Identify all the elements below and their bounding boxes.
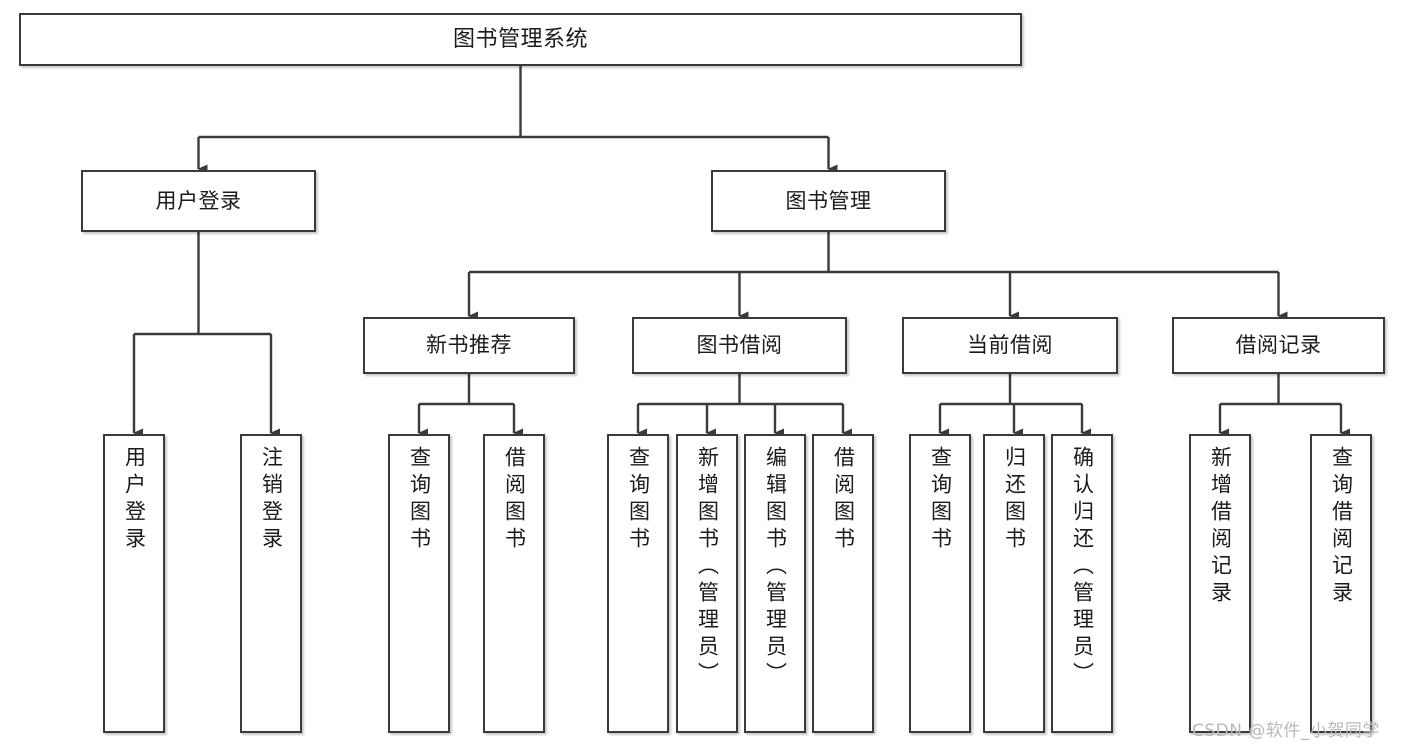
leaf-confirm-return-admin[interactable]: 确认归还（管理员） <box>1051 434 1113 733</box>
node-current-borrow[interactable]: 当前借阅 <box>902 317 1118 374</box>
leaf-user-login[interactable]: 用户登录 <box>103 434 165 733</box>
node-book-management[interactable]: 图书管理 <box>711 170 946 232</box>
leaf-return-book[interactable]: 归还图书 <box>983 434 1045 733</box>
node-label: 查询图书 <box>626 446 651 554</box>
leaf-query-book-current[interactable]: 查询图书 <box>909 434 971 733</box>
leaf-borrow-book-recommend[interactable]: 借阅图书 <box>483 434 545 733</box>
node-label: 新增借阅记录 <box>1208 446 1233 608</box>
node-label: 图书管理系统 <box>452 26 588 52</box>
node-label: 新增图书（管理员） <box>695 446 720 689</box>
leaf-add-book-admin[interactable]: 新增图书（管理员） <box>676 434 738 733</box>
node-label: 查询图书 <box>928 446 953 554</box>
node-label: 查询图书 <box>407 446 432 554</box>
leaf-edit-book-admin[interactable]: 编辑图书（管理员） <box>744 434 806 733</box>
node-book-borrow[interactable]: 图书借阅 <box>632 317 847 374</box>
node-label: 借阅记录 <box>1235 333 1322 358</box>
node-borrow-record[interactable]: 借阅记录 <box>1172 317 1385 374</box>
node-label: 查询借阅记录 <box>1329 446 1354 608</box>
node-label: 图书借阅 <box>696 333 783 358</box>
node-label: 用户登录 <box>122 446 147 554</box>
node-label: 注销登录 <box>259 446 284 554</box>
leaf-query-book-borrow[interactable]: 查询图书 <box>607 434 669 733</box>
node-label: 图书管理 <box>785 188 872 213</box>
node-label: 用户登录 <box>155 188 242 213</box>
leaf-query-borrow-record[interactable]: 查询借阅记录 <box>1310 434 1372 733</box>
leaf-add-borrow-record[interactable]: 新增借阅记录 <box>1189 434 1251 733</box>
node-label: 当前借阅 <box>967 333 1053 358</box>
leaf-user-logout[interactable]: 注销登录 <box>240 434 302 733</box>
node-label: 借阅图书 <box>502 446 527 554</box>
node-root-book-management-system[interactable]: 图书管理系统 <box>19 13 1022 66</box>
node-label: 确认归还（管理员） <box>1070 446 1095 689</box>
node-user-login[interactable]: 用户登录 <box>81 170 316 232</box>
node-label: 新书推荐 <box>426 333 512 358</box>
node-label: 借阅图书 <box>831 446 856 554</box>
leaf-query-book-recommend[interactable]: 查询图书 <box>388 434 450 733</box>
node-new-book-recommend[interactable]: 新书推荐 <box>363 317 575 374</box>
node-label: 编辑图书（管理员） <box>763 446 788 689</box>
leaf-borrow-book-borrow[interactable]: 借阅图书 <box>812 434 874 733</box>
node-label: 归还图书 <box>1002 446 1027 554</box>
